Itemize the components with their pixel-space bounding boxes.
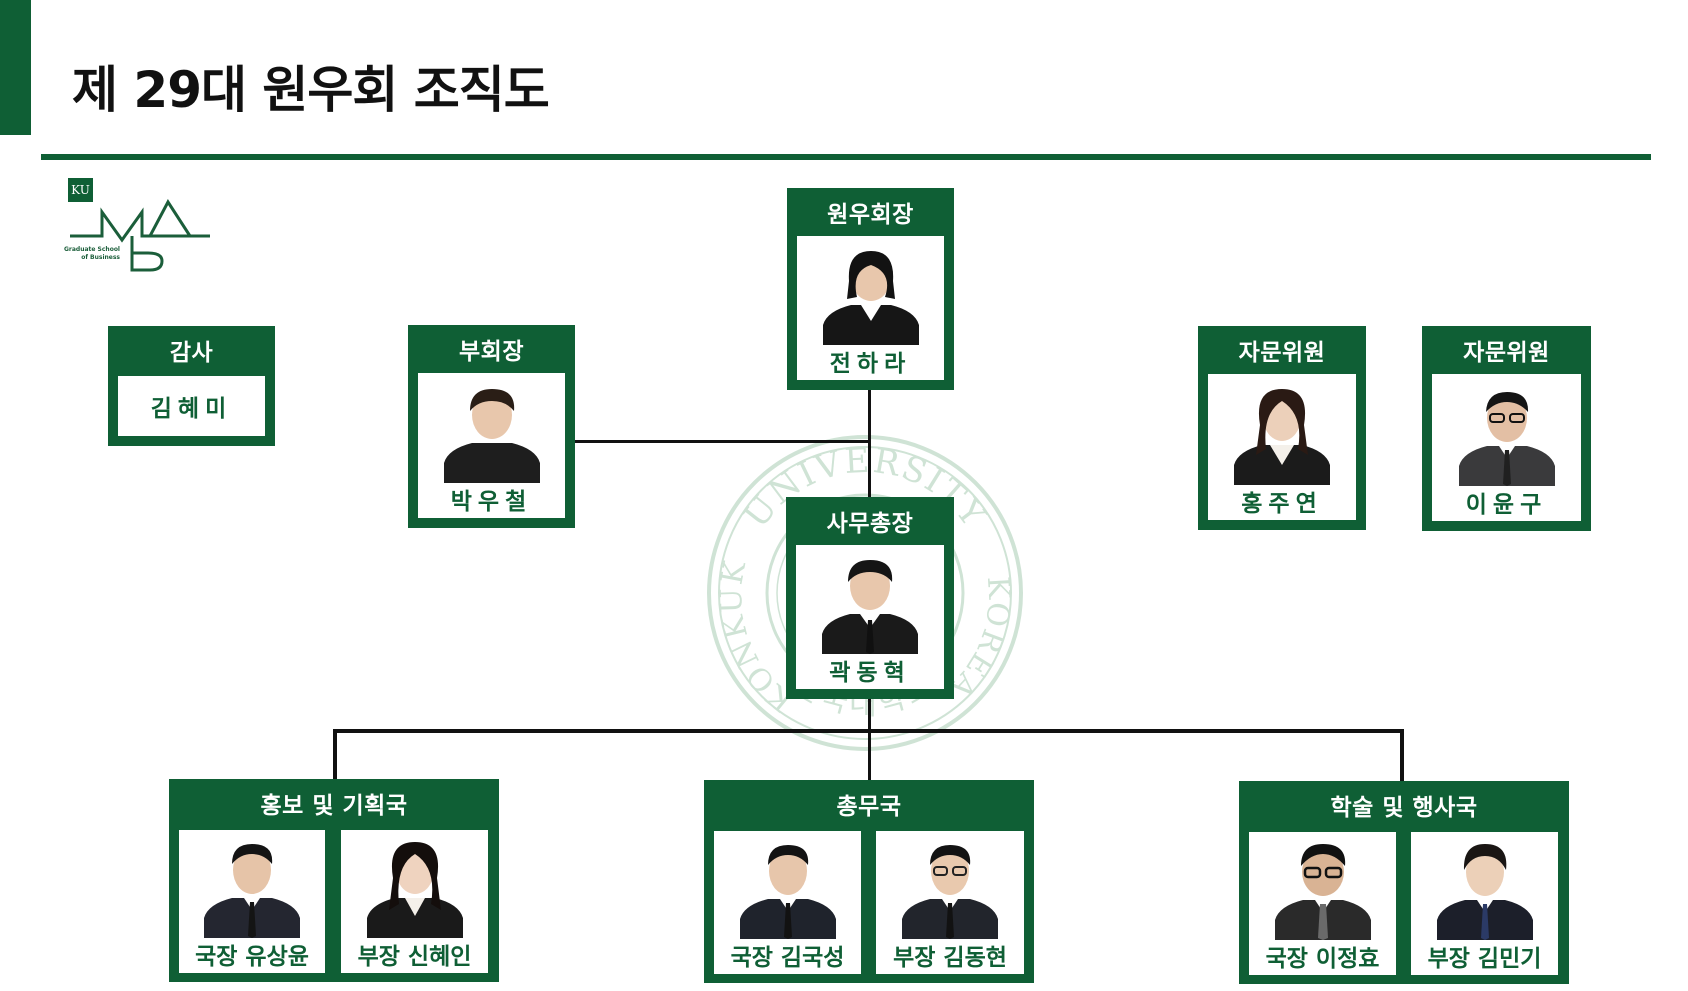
auditor-name: 김혜미 [150,396,233,422]
person-portrait-icon [1458,392,1555,486]
secretary-general-name: 곽동혁 [829,660,911,686]
advisor-card: 자문위원 이윤구 [1422,326,1591,531]
advisor-photo-panel: 이윤구 [1432,374,1581,521]
president-name: 전하라 [829,351,912,377]
department-card: 총무국 국장 김국성 부장 김동현 [704,780,1034,983]
person-portrait-icon [739,845,836,939]
advisor-name: 홍주연 [1241,491,1323,517]
advisor-card: 자문위원 홍주연 [1198,326,1366,530]
vice-president-photo-panel: 박우철 [418,373,565,518]
logo-tagline: Graduate School of Business [63,246,120,261]
advisor-role: 자문위원 [1463,340,1550,366]
connector-secretary-down [868,698,871,780]
department-card: 학술 및 행사국 국장 이정효 부장 김민기 [1239,781,1569,984]
member-label: 부장 김동현 [893,945,1007,971]
member-label: 국장 김국성 [730,945,845,971]
department-card: 홍보 및 기획국 국장 유상윤 부장 신혜인 [169,779,499,982]
secretary-general-role: 사무총장 [826,511,914,537]
auditor-name-panel: 김혜미 [118,376,265,436]
member-label: 국장 이정효 [1265,946,1380,972]
connector-vice-president [574,440,870,443]
header-accent-bar [0,0,31,135]
logo-ku-mark: KU [68,178,93,202]
member-photo-panel: 부장 신혜인 [341,830,488,973]
person-portrait-icon [1234,389,1330,485]
department-title: 홍보 및 기획국 [260,793,408,819]
connector-dept-1 [333,729,337,779]
auditor-role: 감사 [169,340,214,366]
vice-president-role: 부회장 [459,339,524,365]
vice-president-name: 박우철 [450,489,533,515]
advisor-name: 이윤구 [1465,492,1548,518]
president-role: 원우회장 [827,202,914,228]
vice-president-card: 부회장 박우철 [408,325,575,528]
member-photo-panel: 국장 김국성 [714,831,861,974]
person-portrait-icon [1436,844,1533,940]
secretary-general-card: 사무총장 곽동혁 [786,497,954,699]
person-portrait-icon [902,845,998,939]
member-label: 부장 김민기 [1427,946,1542,972]
member-label: 부장 신혜인 [357,944,472,970]
member-label: 국장 유상윤 [195,944,309,970]
department-title: 총무국 [836,794,902,820]
connector-dept-3 [1400,729,1404,782]
person-portrait-icon [443,389,540,483]
mba-lettermark-icon [70,199,210,272]
person-portrait-icon [822,560,918,654]
member-photo-panel: 부장 김동현 [876,831,1024,974]
member-photo-panel: 국장 유상윤 [179,830,325,973]
advisor-photo-panel: 홍주연 [1208,374,1356,520]
title-underline [41,154,1651,160]
connector-departments-bus [333,729,1404,733]
secretary-general-photo-panel: 곽동혁 [796,545,944,689]
person-portrait-icon [204,844,300,938]
ku-mba-logo: KU Graduate School of Business [50,178,220,274]
person-portrait-icon [822,251,919,345]
member-photo-panel: 국장 이정효 [1249,832,1396,975]
auditor-card: 감사 김혜미 [108,326,275,446]
advisor-role: 자문위원 [1238,340,1326,366]
president-card: 원우회장 전하라 [787,188,954,390]
connector-president-to-secretary [868,389,871,498]
department-title: 학술 및 행사국 [1330,795,1478,821]
page-title: 제 29대 원우회 조직도 [72,61,550,119]
person-portrait-icon [366,842,463,938]
president-photo-panel: 전하라 [797,236,944,380]
member-photo-panel: 부장 김민기 [1411,832,1558,975]
person-portrait-icon [1274,844,1371,940]
